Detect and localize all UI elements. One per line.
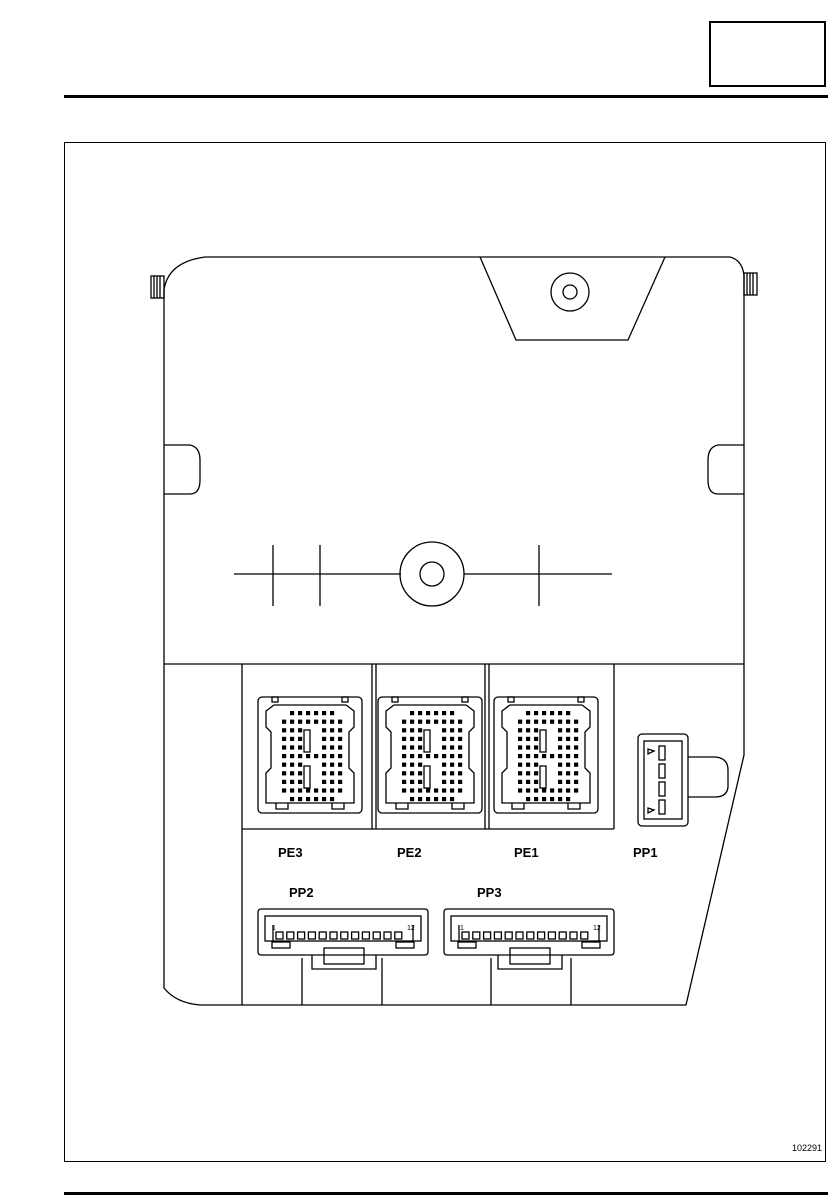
figure-reference: 102291 [792,1143,823,1153]
connector-panel [241,664,615,1005]
pp2-pin-first: 1 [272,925,276,932]
page-corner-box [709,21,826,87]
housing-outline [163,256,745,1006]
pe1-label: PE1 [514,845,539,860]
pp2-connector[interactable] [257,908,429,970]
pe2-connector[interactable] [377,696,483,814]
footer-rule [64,1192,828,1195]
left-side-clip [150,275,165,299]
pe2-label: PE2 [397,845,422,860]
pp3-pin-first: 1 [460,925,464,932]
figure-frame [64,142,826,1162]
header-rule [64,95,828,98]
pp1-connector[interactable] [637,733,729,827]
pp2-pin-last: 12 [407,925,415,932]
pp2-label: PP2 [289,885,314,900]
pp3-pin-last: 12 [593,925,601,932]
centre-mount [234,541,612,607]
right-side-clip [743,272,758,296]
pp1-label: PP1 [633,845,658,860]
pe3-label: PE3 [278,845,303,860]
pp3-connector[interactable] [443,908,615,970]
pp3-label: PP3 [477,885,502,900]
pe3-connector[interactable] [257,696,363,814]
pe1-connector[interactable] [493,696,599,814]
